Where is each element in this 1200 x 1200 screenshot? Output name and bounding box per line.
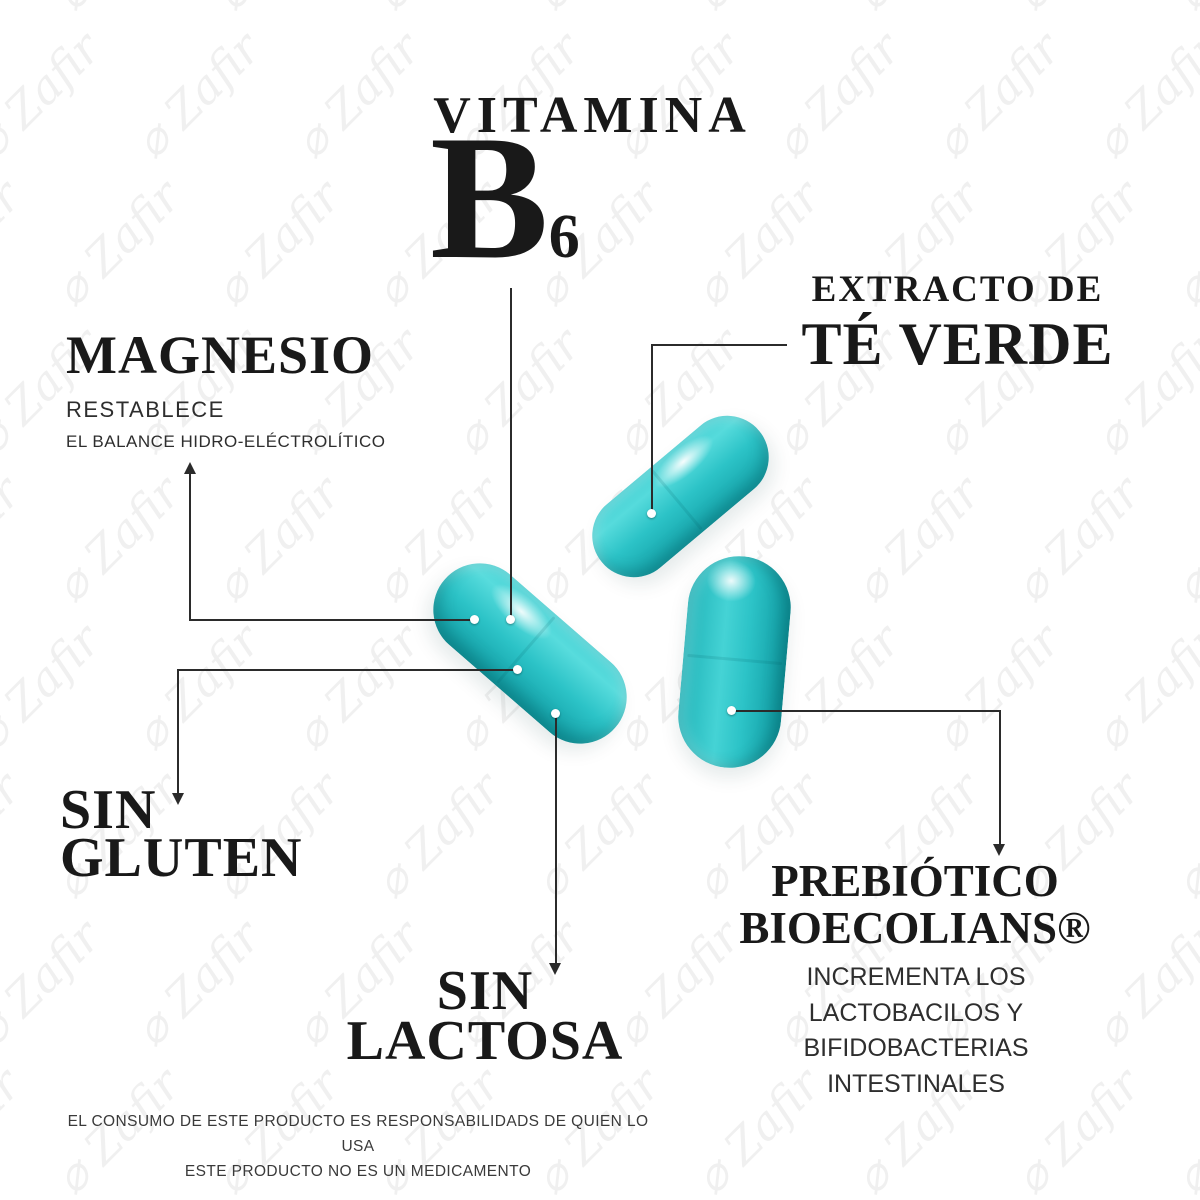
watermark-text: ⌀ Zafir	[1163, 465, 1200, 613]
magnesio-title: MAGNESIO	[66, 325, 375, 385]
watermark-text: ⌀ Zafir	[523, 761, 671, 909]
prebiotico-line1: PREBIÓTICO	[771, 856, 1059, 906]
connector-dot-te-verde	[647, 509, 656, 518]
disclaimer-line1: EL CONSUMO DE ESTE PRODUCTO ES RESPONSAB…	[67, 1113, 649, 1155]
watermark-text: ⌀ Zafir	[1163, 1057, 1200, 1200]
watermark-text: ⌀ Zafir	[283, 21, 431, 169]
arrow-up-magnesio-icon	[184, 462, 196, 474]
watermark-text: ⌀ Zafir	[0, 169, 31, 316]
watermark-text: ⌀ Zafir	[43, 465, 191, 613]
callout-prebiotico: PREBIÓTICO BIOECOLIANS®	[712, 856, 1118, 954]
watermark-text: ⌀ Zafir	[0, 1057, 31, 1200]
watermark-text: ⌀ Zafir	[1004, 0, 1151, 21]
te-verde-line1: EXTRACTO DE	[811, 269, 1104, 310]
watermark-text: ⌀ Zafir	[684, 0, 831, 21]
watermark-text: ⌀ Zafir	[0, 21, 111, 169]
watermark-text: ⌀ Zafir	[203, 169, 351, 317]
watermark-text: ⌀ Zafir	[364, 0, 511, 21]
callout-sin-gluten: SIN GLUTEN	[60, 779, 303, 890]
arrow-down-sin-lactosa-icon	[549, 963, 561, 975]
te-verde-line2: TÉ VERDE	[801, 311, 1114, 377]
title-vitamina: VITAMINA	[433, 87, 752, 144]
sin-gluten-line2: GLUTEN	[60, 827, 303, 890]
title-subscript-6: 6	[548, 203, 580, 271]
magnesio-detail: EL BALANCE HIDRO-ELÉCTROLÍTICO	[66, 432, 386, 451]
connector-dot-vitamina-b6	[506, 615, 515, 624]
watermark-text: ⌀ Zafir	[763, 21, 911, 169]
watermark-text: ⌀ Zafir	[123, 909, 271, 1057]
connector-dot-prebiotico	[727, 706, 736, 715]
connector-line-magnesio-horizontal	[189, 619, 475, 621]
watermark-text: ⌀ Zafir	[1083, 613, 1200, 761]
title-b6: B6	[430, 108, 580, 286]
callout-magnesio: MAGNESIO RESTABLECE EL BALANCE HIDRO-ELÉ…	[66, 324, 386, 452]
sin-lactosa-line2: LACTOSA	[346, 1010, 624, 1073]
watermark-text: ⌀ Zafir	[843, 465, 991, 613]
watermark-text: ⌀ Zafir	[283, 613, 431, 761]
watermark-text: ⌀ Zafir	[443, 317, 591, 465]
watermark-text: ⌀ Zafir	[44, 0, 191, 21]
prebiotico-line2: BIOECOLIANS®	[739, 903, 1091, 954]
watermark-text: ⌀ Zafir	[363, 761, 511, 909]
watermark-text: ⌀ Zafir	[0, 761, 31, 908]
watermark-text: ⌀ Zafir	[923, 613, 1071, 761]
connector-line-prebiotico-horizontal	[731, 710, 1001, 712]
watermark-text: ⌀ Zafir	[123, 613, 271, 761]
disclaimer-line2: ESTE PRODUCTO NO ES UN MEDICAMENTO	[184, 1162, 532, 1180]
watermark-text: ⌀ Zafir	[1003, 465, 1151, 613]
prebiotico-description: INCREMENTA LOS LACTOBACILOS Y BIFIDOBACT…	[803, 963, 1029, 1098]
title-letter-b: B	[430, 98, 549, 296]
sin-gluten-line1: SIN	[60, 779, 157, 841]
arrow-down-sin-gluten-icon	[172, 793, 184, 805]
watermark-text: ⌀ Zafir	[0, 613, 111, 761]
sin-lactosa-line1: SIN	[436, 960, 534, 1022]
connector-line-magnesio-vertical	[189, 472, 191, 621]
callout-sin-lactosa: SIN LACTOSA	[340, 960, 630, 1073]
watermark-text: ⌀ Zafir	[1083, 21, 1200, 169]
callout-te-verde: EXTRACTO DE TÉ VERDE	[770, 268, 1145, 375]
connector-dot-magnesio	[470, 615, 479, 624]
connector-line-te-verde-vertical	[651, 344, 653, 514]
arrow-down-prebiotico-icon	[993, 844, 1005, 856]
connector-line-sin-gluten-vertical	[177, 669, 179, 795]
watermark-text: ⌀ Zafir	[844, 0, 991, 21]
watermark-text: ⌀ Zafir	[43, 169, 191, 317]
connector-dot-sin-lactosa	[551, 709, 560, 718]
magnesio-subtitle: RESTABLECE	[66, 397, 225, 422]
watermark-text: ⌀ Zafir	[0, 909, 111, 1057]
watermark-text: ⌀ Zafir	[1163, 169, 1200, 317]
connector-dot-sin-gluten	[513, 665, 522, 674]
watermark-text: ⌀ Zafir	[524, 0, 671, 21]
watermark-text: ⌀ Zafir	[0, 0, 31, 21]
watermark-text: ⌀ Zafir	[203, 465, 351, 613]
connector-line-sin-lactosa	[555, 713, 557, 965]
watermark-text: ⌀ Zafir	[204, 0, 351, 21]
watermark-text: ⌀ Zafir	[1163, 761, 1200, 909]
connector-line-vitamina-b6	[510, 288, 512, 620]
disclaimer: EL CONSUMO DE ESTE PRODUCTO ES RESPONSAB…	[58, 1110, 658, 1184]
watermark-text: ⌀ Zafir	[123, 21, 271, 169]
watermark-text: ⌀ Zafir	[923, 21, 1071, 169]
watermark-text: ⌀ Zafir	[0, 465, 31, 612]
watermark-text: ⌀ Zafir	[1164, 0, 1200, 21]
connector-line-te-verde-horizontal	[651, 344, 787, 346]
connector-line-prebiotico-vertical	[999, 710, 1001, 846]
connector-line-sin-gluten-horizontal	[177, 669, 518, 671]
